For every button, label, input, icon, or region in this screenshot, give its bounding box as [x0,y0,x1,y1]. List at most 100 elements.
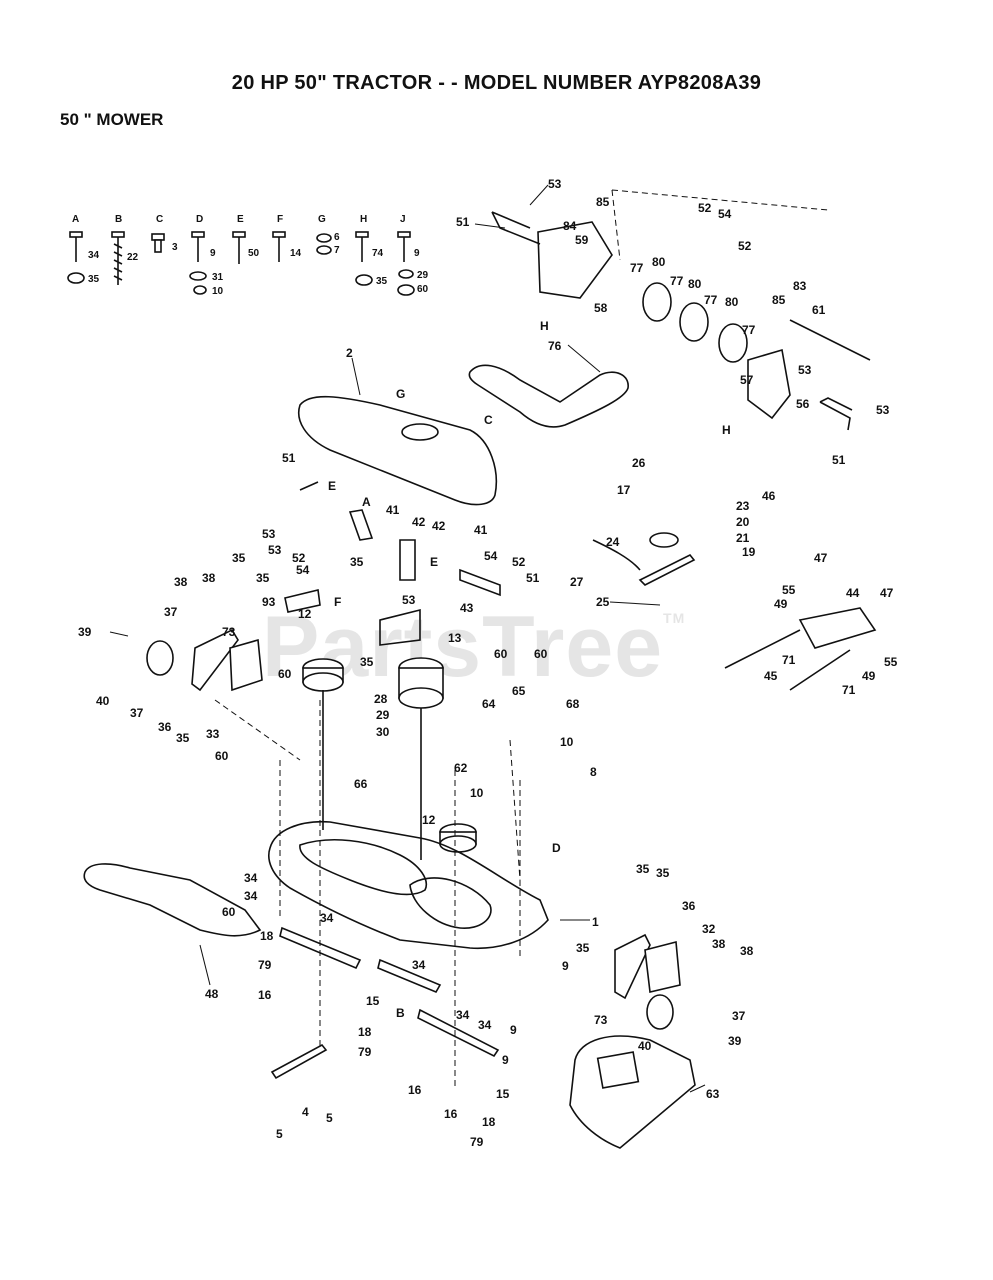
callout-label: 48 [205,987,219,1001]
callout-label: 8 [590,765,597,779]
callout-label: 37 [732,1009,746,1023]
legend-letter-j: J [400,214,406,225]
legend-letter-a: A [72,214,79,225]
legend-num: 6 [334,232,340,243]
legend-letter-e: E [237,214,244,225]
legend-num: 50 [248,248,260,259]
callout-label: 40 [96,694,110,708]
callout-label: 51 [832,453,846,467]
callout-label: 77 [630,261,644,275]
callout-label: 46 [762,489,776,503]
callout-label: 36 [158,720,172,734]
callout-label: 26 [632,456,646,470]
callout-label: 62 [454,761,468,775]
callout-label: 53 [876,403,890,417]
callout-label: 77 [670,274,684,288]
callout-label: 9 [502,1053,509,1067]
callout-label: 44 [846,586,860,600]
callout-label: 66 [354,777,368,791]
callout-label: F [334,595,341,609]
section-subtitle: 50 " MOWER [60,110,164,129]
pulley-12-shape [302,658,344,830]
callout-label: 19 [742,545,756,559]
callout-label: 34 [320,911,334,925]
legend-num: 31 [212,272,224,283]
idler-bracket-shape [537,221,613,299]
callout-label: 49 [862,669,876,683]
callout-label: 63 [706,1087,720,1101]
bolt-washer-icon [189,231,207,295]
callout-label: 5 [276,1127,283,1141]
mower-deck-shape [268,820,549,950]
callout-label: A [362,495,371,509]
hardware-icons [67,231,415,296]
callout-label: 60 [215,749,229,763]
callout-label: 71 [782,653,796,667]
callout-label: 35 [576,941,590,955]
legend-num: 34 [88,250,100,261]
callout-label: 53 [798,363,812,377]
callout-label: 37 [130,706,144,720]
callout-label: 49 [774,597,788,611]
callout-label: 77 [704,293,718,307]
callout-label: 20 [736,515,750,529]
callout-label: 38 [712,937,726,951]
callout-label: 40 [638,1039,652,1053]
callout-labels: 53 85 51 84 59 52 54 52 77 80 77 80 77 8… [78,177,898,1149]
deflector-63-shape [569,1035,696,1149]
callout-label: 61 [812,303,826,317]
callout-label: 65 [512,684,526,698]
legend-num: 9 [414,248,420,259]
callout-label: 60 [494,647,508,661]
callout-label: 80 [688,277,702,291]
legend-num: 35 [376,276,388,287]
callout-label: 76 [548,339,562,353]
callout-label: 39 [78,625,92,639]
callout-label: 35 [360,655,374,669]
callout-label: 60 [278,667,292,681]
callout-label: 16 [444,1107,458,1121]
callout-label: 15 [366,994,380,1008]
callout-label: 53 [268,543,282,557]
pulley-12b-shape [439,823,477,853]
callout-label: 85 [596,195,610,209]
callout-label: B [396,1006,405,1020]
callout-label: 55 [782,583,796,597]
legend-letter-h: H [360,214,367,225]
legend-num: 9 [210,248,216,259]
callout-label: 57 [740,373,754,387]
callout-label: 35 [350,555,364,569]
callout-label: 47 [814,551,828,565]
callout-label: 25 [596,595,610,609]
callout-label: 21 [736,531,750,545]
callout-label: 5 [326,1111,333,1125]
callout-label: 52 [738,239,752,253]
callout-label: 42 [432,519,446,533]
callout-label: 18 [358,1025,372,1039]
callout-label: 16 [408,1083,422,1097]
short-bolt-icon [151,233,165,253]
callout-label: 80 [725,295,739,309]
carriage-bolt-icon [67,231,85,284]
callout-label: 47 [880,586,894,600]
carriage-bolt-icon [397,231,415,296]
page-title: 20 HP 50" TRACTOR - - MODEL NUMBER AYP82… [231,72,762,94]
gauge-wheel-40-shape [146,640,174,676]
callout-label: 12 [422,813,436,827]
callout-label: 34 [244,871,258,885]
blade-mid-shape [377,958,442,994]
legend-letter-c: C [156,214,163,225]
legend-letter-f: F [277,214,283,225]
callout-label: 34 [244,889,258,903]
callout-label: H [722,423,731,437]
legend-letter-d: D [196,214,203,225]
callout-label: 28 [374,692,388,706]
bolt-icon [272,231,286,262]
callout-label: 34 [478,1018,492,1032]
callout-label: 29 [376,708,390,722]
callout-label: 10 [560,735,574,749]
callout-label: 56 [796,397,810,411]
pulley-13-shape [398,657,444,860]
callout-label: C [484,413,493,427]
